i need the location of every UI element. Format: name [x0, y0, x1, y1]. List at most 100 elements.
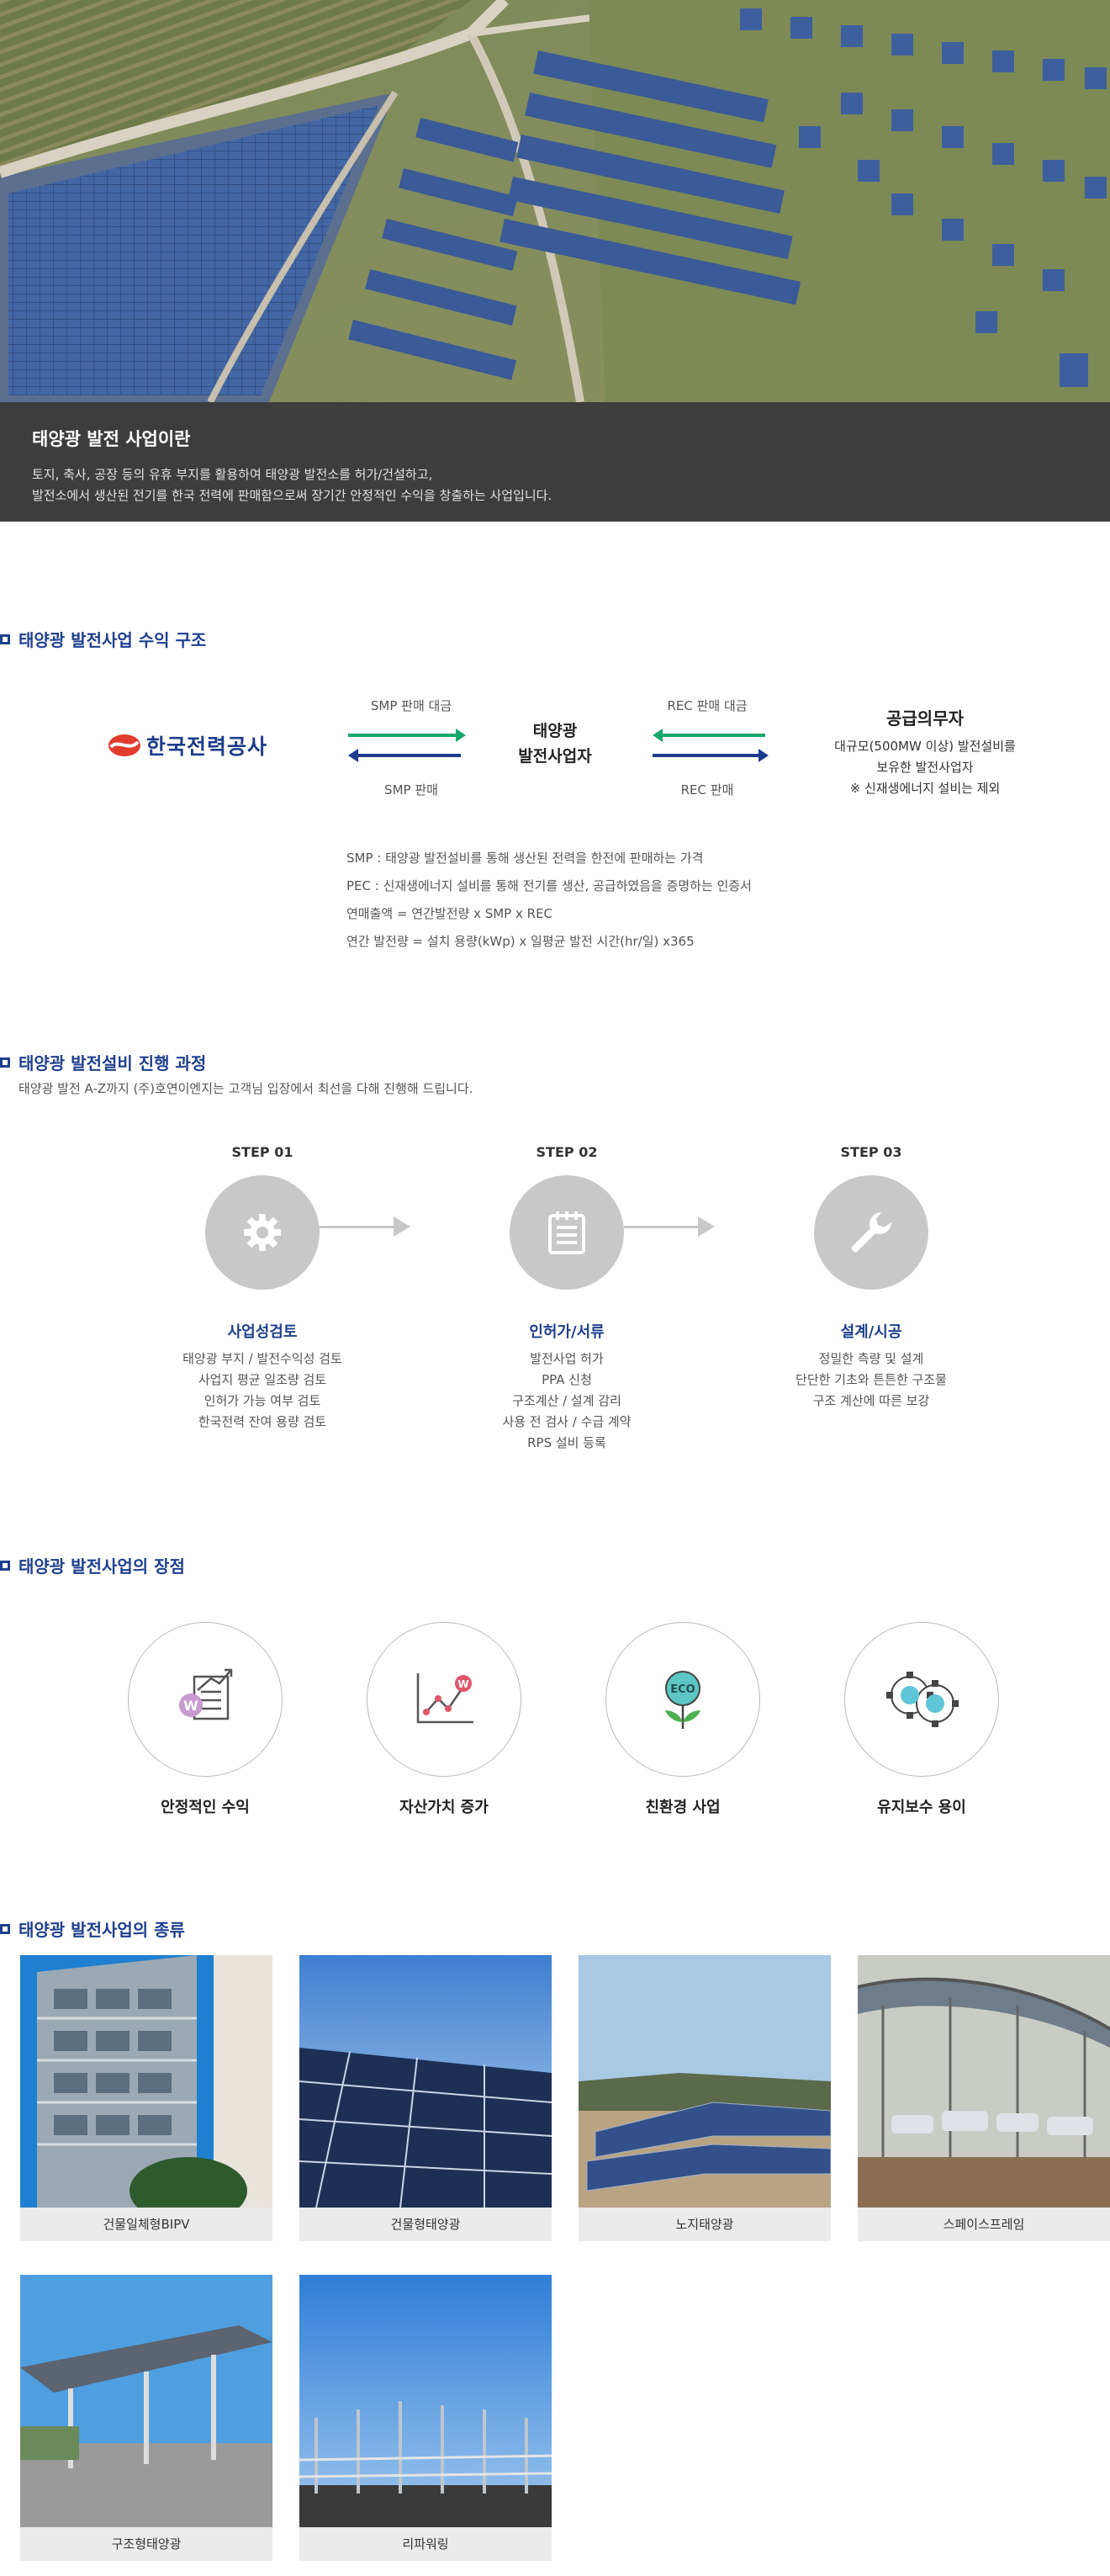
step-name: 인허가/서류	[529, 1323, 605, 1341]
advantage-icon-ring	[844, 1622, 999, 1777]
kepco-logo: 한국전력공사	[108, 730, 267, 761]
advantage-item: 유지보수 용이	[838, 1622, 1006, 1817]
types-title-text: 태양광 발전사업의 종류	[18, 1920, 185, 1940]
rising-chart-icon: W	[416, 1673, 473, 1724]
obligor-title: 공급의무자	[886, 708, 964, 729]
rec-sale-arrow	[653, 749, 769, 762]
advantage-icon-ring: ECO	[605, 1622, 760, 1777]
advantages-title-text: 태양광 발전사업의 장점	[18, 1556, 185, 1577]
building-solar-photo	[299, 1955, 552, 2208]
square-bullet-icon	[0, 1057, 10, 1068]
step-name: 사업성검토	[227, 1323, 298, 1341]
step-desc-line: 구조계산 / 설계 감리	[512, 1393, 621, 1408]
advantage-item: ECO 친환경 사업	[599, 1622, 767, 1817]
step-desc-line: 사업지 평균 일조량 검토	[198, 1372, 327, 1387]
kepco-name: 한국전력공사	[146, 734, 268, 759]
advantage-label: 유지보수 용이	[877, 1799, 966, 1816]
type-card: 건물일체형BIPV	[20, 1955, 272, 2241]
producer-line-2: 발전사업자	[518, 747, 592, 766]
rec-payment-arrow	[653, 729, 765, 742]
obligor-line-1: 대규모(500MW 이상) 발전설비를	[834, 739, 1016, 754]
smp-sale-arrow	[348, 749, 461, 762]
step-2: STEP 02 인허가/서류 발전사업 허가 PPA 신청 구조계산 / 설계 …	[441, 1144, 693, 1454]
step-desc-line: PPA 신청	[542, 1372, 592, 1387]
definition-item: 연매출액 = 연간발전량 x SMP x REC	[346, 906, 553, 921]
won-symbol: W	[183, 1698, 198, 1714]
square-bullet-icon	[0, 1923, 10, 1934]
obligor-line-3: ※ 신재생에너지 설비는 제외	[849, 781, 1001, 796]
revenue-title-text: 태양광 발전사업 수익 구조	[18, 630, 207, 650]
step-desc-line: 태양광 부지 / 발전수익성 검토	[182, 1351, 342, 1366]
intro-title: 태양광 발전 사업이란	[32, 429, 191, 449]
ground-solar-photo	[579, 1955, 831, 2208]
rec-sale-label: REC 판매	[680, 782, 734, 798]
wrench-icon	[851, 1212, 891, 1253]
square-bullet-icon	[0, 633, 10, 644]
gears-icon	[886, 1672, 959, 1727]
space-frame-photo	[858, 1955, 1110, 2208]
bipv-photo	[20, 1955, 272, 2208]
repowering-photo	[299, 2275, 552, 2527]
step-desc-line: 정밀한 측량 및 설계	[818, 1351, 924, 1366]
eco-label: ECO	[670, 1683, 695, 1696]
step-desc-line: 사용 전 검사 / 수급 계약	[502, 1414, 632, 1429]
type-caption: 스페이스프레임	[858, 2208, 1110, 2241]
advantages-section-title: 태양광 발전사업의 장점	[0, 1553, 185, 1577]
type-card: 리파워링	[299, 2275, 552, 2561]
advantage-icon-ring: W	[128, 1622, 283, 1777]
definition-item: 연간 발전량 = 설치 용량(kWp) x 일평균 발전 시간(hr/일) x3…	[346, 934, 695, 949]
obligor-node: 공급의무자 대규모(500MW 이상) 발전설비를 보유한 발전사업자 ※ 신재…	[799, 705, 1051, 799]
step-icon-circle	[510, 1175, 624, 1290]
advantage-label: 친환경 사업	[645, 1799, 721, 1816]
step-label: STEP 01	[231, 1144, 293, 1160]
process-section-title: 태양광 발전설비 진행 과정	[0, 1050, 206, 1074]
intro-line-1: 토지, 축사, 공장 등의 유휴 부지를 활용하여 태양광 발전소를 허가/건설…	[32, 467, 433, 482]
step-desc-line: 한국전력 잔여 용량 검토	[198, 1414, 327, 1429]
process-subtitle: 태양광 발전 A-Z까지 (주)호연이엔지는 고객님 입장에서 최선을 다해 진…	[18, 1081, 473, 1096]
revenue-section-title: 태양광 발전사업 수익 구조	[0, 627, 206, 651]
process-title-text: 태양광 발전설비 진행 과정	[18, 1053, 207, 1073]
step-icon-circle	[205, 1175, 320, 1290]
step-arrow-1	[320, 1216, 410, 1237]
document-icon	[548, 1211, 585, 1254]
intro-line-2: 발전소에서 생산된 전기를 한국 전력에 판매함으로써 장기간 안정적인 수익을…	[32, 488, 552, 503]
gear-icon	[244, 1214, 281, 1251]
intro-banner: 태양광 발전 사업이란 토지, 축사, 공장 등의 유휴 부지를 활용하여 태양…	[0, 402, 1110, 522]
type-card: 노지태양광	[579, 1955, 831, 2241]
won-symbol: W	[457, 1678, 468, 1690]
step-3: STEP 03 설계/시공 정밀한 측량 및 설계 단단한 기초와 튼튼한 구조…	[745, 1144, 997, 1412]
step-1: STEP 01 사업성검토 태양광 부지 / 발전수익성 검토 사업지 평균 일…	[136, 1144, 388, 1433]
type-caption: 건물형태양광	[299, 2208, 552, 2241]
hero-aerial-photo	[0, 0, 1110, 402]
step-desc-line: 단단한 기초와 튼튼한 구조물	[796, 1372, 947, 1387]
step-arrow-2	[624, 1216, 715, 1237]
step-icon-circle	[814, 1175, 928, 1290]
structural-solar-photo	[20, 2275, 272, 2527]
type-card: 스페이스프레임	[858, 1955, 1110, 2241]
smp-payment-arrow	[348, 729, 466, 742]
rec-payment-label: REC 판매 대금	[667, 698, 748, 713]
producer-line-1: 태양광	[532, 722, 578, 740]
kepco-emblem-icon	[108, 734, 140, 756]
advantage-label: 안정적인 수익	[161, 1799, 250, 1816]
advantage-item: W 안정적인 수익	[121, 1622, 289, 1817]
types-section-title: 태양광 발전사업의 종류	[0, 1916, 185, 1941]
won-document-icon: W	[179, 1668, 233, 1720]
smp-sale-label: SMP 판매	[384, 782, 438, 798]
eco-plant-icon: ECO	[665, 1671, 700, 1729]
type-caption: 건물일체형BIPV	[20, 2208, 272, 2241]
type-caption: 노지태양광	[579, 2208, 831, 2241]
solar-producer-node: 태양광 발전사업자	[496, 718, 614, 769]
step-label: STEP 03	[840, 1144, 902, 1160]
step-desc-line: 발전사업 허가	[530, 1351, 604, 1366]
advantage-item: W 자산가치 증가	[360, 1622, 528, 1817]
advantage-icon-ring: W	[367, 1622, 521, 1777]
type-caption: 리파워링	[299, 2527, 552, 2561]
smp-payment-label: SMP 판매 대금	[370, 698, 452, 713]
step-desc-line: 구조 계산에 따른 보강	[812, 1393, 930, 1408]
step-desc-line: 인허가 가능 여부 검토	[204, 1393, 321, 1408]
square-bullet-icon	[0, 1560, 10, 1571]
step-name: 설계/시공	[840, 1323, 902, 1341]
type-card: 구조형태양광	[20, 2275, 272, 2561]
